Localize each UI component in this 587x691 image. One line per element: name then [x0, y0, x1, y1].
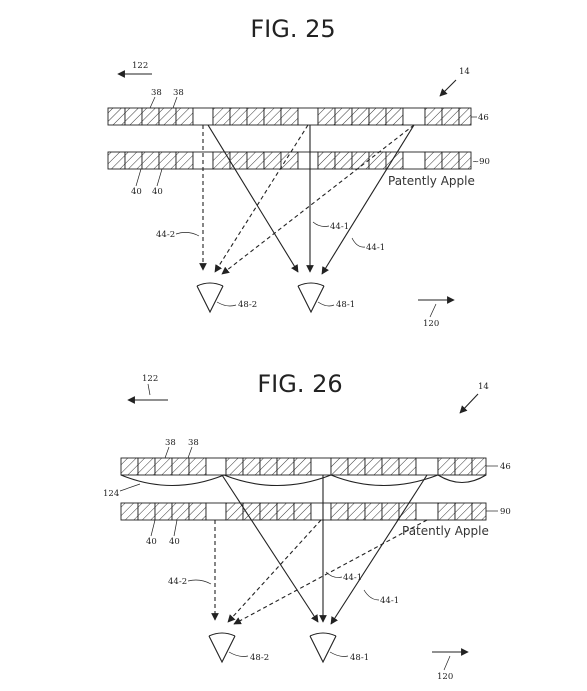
- label-122: 122: [142, 374, 158, 384]
- watermark: Patently Apple: [402, 524, 489, 538]
- label-46: 46: [478, 113, 489, 123]
- leader-14-icon: [439, 79, 457, 97]
- label-120: 120: [423, 319, 439, 329]
- label-14: 14: [459, 67, 470, 77]
- label-40-a: 40: [131, 187, 142, 197]
- eye-48-2-icon: [196, 282, 224, 314]
- label-48-1: 48-1: [350, 653, 369, 663]
- label-38-a: 38: [151, 88, 162, 98]
- label-122: 122: [132, 61, 148, 71]
- lens-array-124: [120, 474, 487, 486]
- label-14: 14: [478, 382, 489, 392]
- label-44-2: 44-2: [168, 577, 187, 587]
- label-44-1-a: 44-1: [330, 222, 349, 232]
- figure-25-title: FIG. 25: [250, 15, 335, 43]
- label-44-1-b: 44-1: [366, 243, 385, 253]
- label-90: 90: [500, 507, 511, 517]
- label-124: 124: [103, 489, 119, 499]
- label-38-b: 38: [188, 438, 199, 448]
- eye-48-2-icon: [208, 632, 236, 664]
- label-40-b: 40: [169, 537, 180, 547]
- label-38-a: 38: [165, 438, 176, 448]
- light-rays-fig25: [199, 124, 415, 275]
- lens-layer-90: [120, 502, 487, 521]
- label-38-b: 38: [173, 88, 184, 98]
- label-90: ~90: [472, 157, 490, 167]
- label-120: 120: [437, 672, 453, 682]
- watermark: Patently Apple: [388, 174, 475, 188]
- figure-26-title: FIG. 26: [257, 370, 342, 398]
- label-40-a: 40: [146, 537, 157, 547]
- label-48-2: 48-2: [250, 653, 269, 663]
- lens-layer-90: [107, 151, 472, 170]
- light-rays-fig26: [211, 474, 428, 625]
- figure-26: FIG. 26 122 14: [103, 370, 511, 682]
- label-40-b: 40: [152, 187, 163, 197]
- display-layer-46: [107, 107, 472, 126]
- label-44-1-a: 44-1: [343, 573, 362, 583]
- label-44-1-b: 44-1: [380, 596, 399, 606]
- label-44-2: 44-2: [156, 230, 175, 240]
- leader-14-icon: [459, 393, 479, 414]
- figure-25: FIG. 25 122 14: [107, 15, 490, 329]
- eye-48-1-icon: [309, 632, 337, 664]
- label-46: 46: [500, 462, 511, 472]
- display-layer-46: [120, 457, 487, 476]
- eye-48-1-icon: [297, 282, 325, 314]
- label-48-2: 48-2: [238, 300, 257, 310]
- label-48-1: 48-1: [336, 300, 355, 310]
